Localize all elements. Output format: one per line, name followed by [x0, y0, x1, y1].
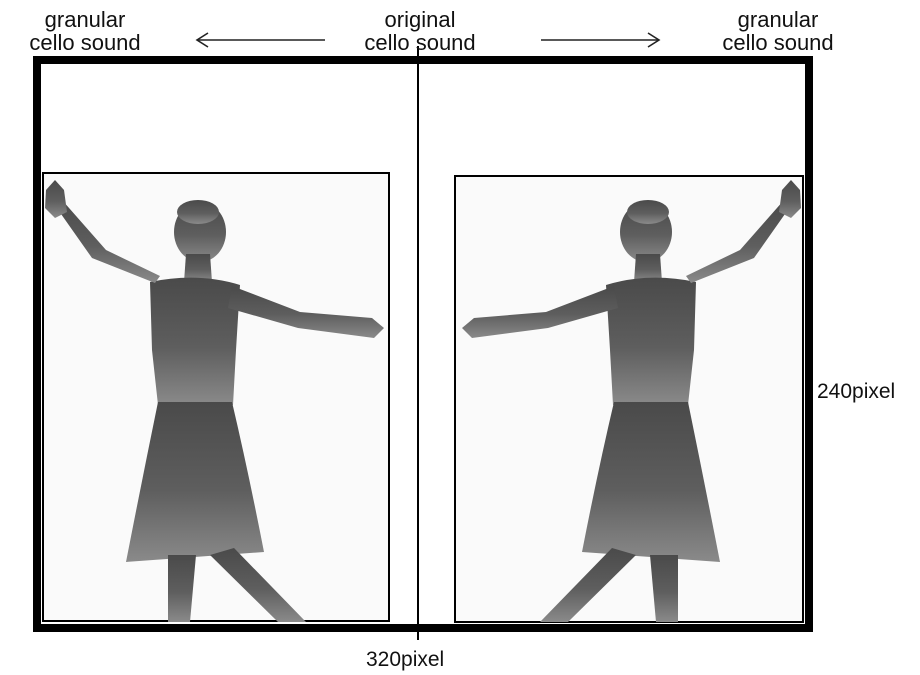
- center-label-line-2: cello sound: [364, 30, 476, 55]
- arrow-right-icon: [541, 32, 661, 48]
- right-granular-label: granular cello sound: [693, 8, 863, 54]
- center-original-label: original cello sound: [330, 8, 510, 54]
- center-label-line-1: original: [384, 7, 456, 32]
- left-label-line-1: granular: [44, 7, 126, 32]
- width-dimension-label: 320pixel: [366, 648, 445, 671]
- right-label-line-2: cello sound: [722, 30, 834, 55]
- arrow-left-icon: [195, 32, 325, 48]
- left-granular-label: granular cello sound: [0, 8, 170, 54]
- right-label-line-1: granular: [737, 7, 819, 32]
- height-dimension-label: 240pixel: [817, 380, 896, 403]
- left-label-line-2: cello sound: [29, 30, 141, 55]
